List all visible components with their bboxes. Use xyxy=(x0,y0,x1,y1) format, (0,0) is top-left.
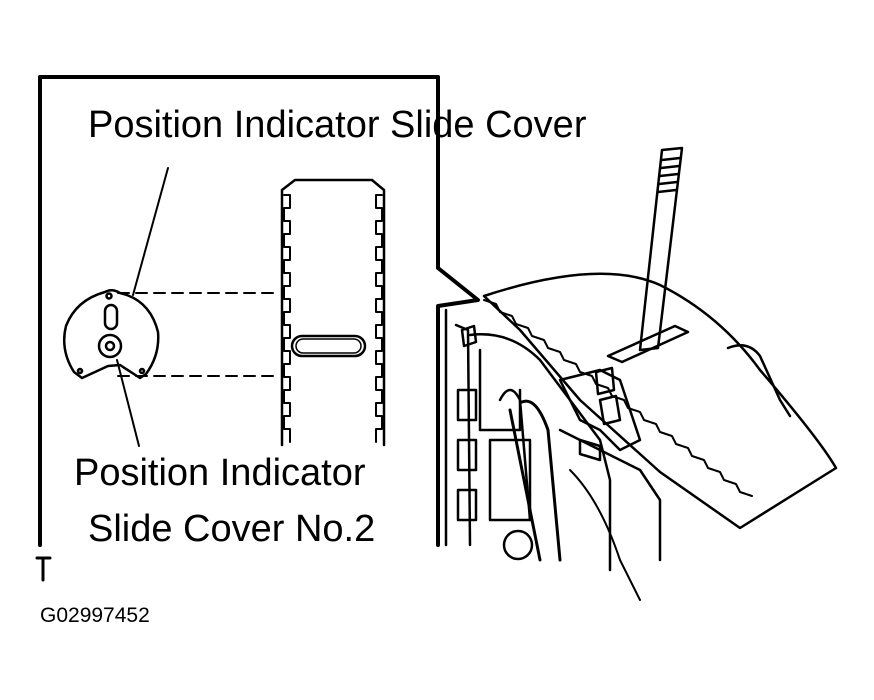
installed-slide-cover xyxy=(482,272,838,530)
detail-frame xyxy=(38,75,480,547)
leader-line-cover xyxy=(132,167,169,296)
figure-code: G02997452 xyxy=(40,604,150,627)
frame-tick xyxy=(35,556,52,582)
slide-cover-strip xyxy=(280,178,386,447)
leader-line-cover2 xyxy=(116,359,140,447)
projection-lines xyxy=(117,292,281,377)
label-position-indicator-slide-cover: Position Indicator Slide Cover xyxy=(88,104,587,146)
shift-lever xyxy=(606,146,690,364)
label-slide-cover-no2-line2: Slide Cover No.2 xyxy=(88,508,376,550)
slide-cover-no2-part xyxy=(63,289,160,380)
shift-assembly-body xyxy=(444,308,662,601)
label-slide-cover-no2-line1: Position Indicator xyxy=(74,452,366,494)
